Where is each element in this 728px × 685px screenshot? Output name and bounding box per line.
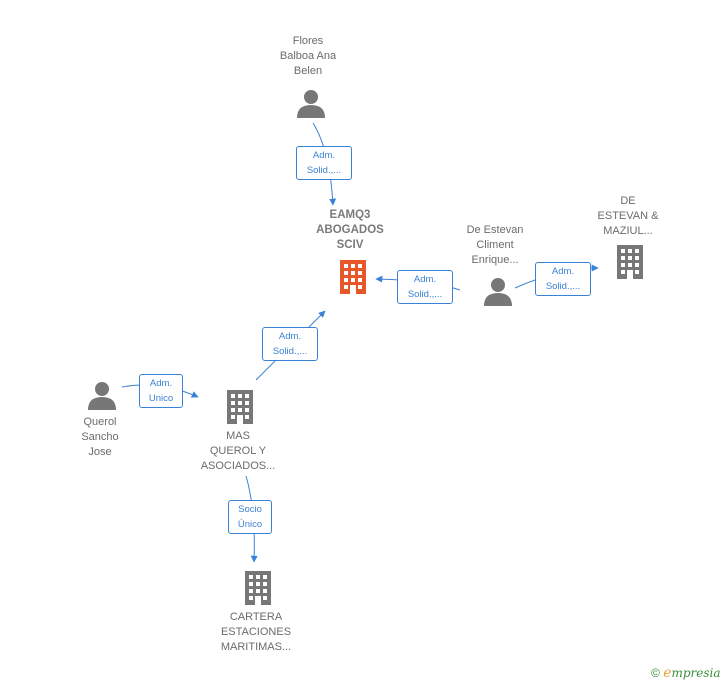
node-label-destevan-person: De Estevan Climent Enrique... xyxy=(466,224,524,266)
edge-label-mas-eamq3[interactable]: Adm. Solid.,... xyxy=(262,327,318,361)
node-label-querol: Querol Sancho Jose xyxy=(81,416,119,458)
node-label-destevan-co: DE ESTEVAN & MAZIUL... xyxy=(597,195,659,237)
copyright-icon: © xyxy=(651,666,660,680)
edge-label-destevan-eamq3[interactable]: Adm. Solid.,... xyxy=(397,270,453,304)
brand-logo: © empresia xyxy=(651,665,721,681)
node-label-cartera: CARTERA ESTACIONES MARITIMAS... xyxy=(220,611,292,653)
node-label-eamq3: EAMQ3 ABOGADOS SCIV xyxy=(316,209,384,251)
node-label-masquerol: MAS QUEROL Y ASOCIADOS... xyxy=(200,430,276,472)
building-icon[interactable] xyxy=(242,571,274,610)
building-icon[interactable] xyxy=(224,390,256,429)
brand-text: mpresia xyxy=(671,666,721,680)
person-icon[interactable] xyxy=(295,88,327,123)
edge-label-destevanco-person[interactable]: Adm. Solid.,... xyxy=(535,262,591,296)
person-icon[interactable] xyxy=(86,380,118,415)
edge-label-querol-mas[interactable]: Adm. Unico xyxy=(139,374,183,408)
edge-label-mas-cartera[interactable]: Socio Único xyxy=(228,500,272,534)
brand-e: e xyxy=(663,665,672,681)
building-icon[interactable] xyxy=(337,260,369,299)
node-label-flores: Flores Balboa Ana Belen xyxy=(279,35,337,77)
building-icon[interactable] xyxy=(614,245,646,284)
person-icon[interactable] xyxy=(482,276,514,311)
edge-label-flores-eamq3[interactable]: Adm. Solid.,... xyxy=(296,146,352,180)
